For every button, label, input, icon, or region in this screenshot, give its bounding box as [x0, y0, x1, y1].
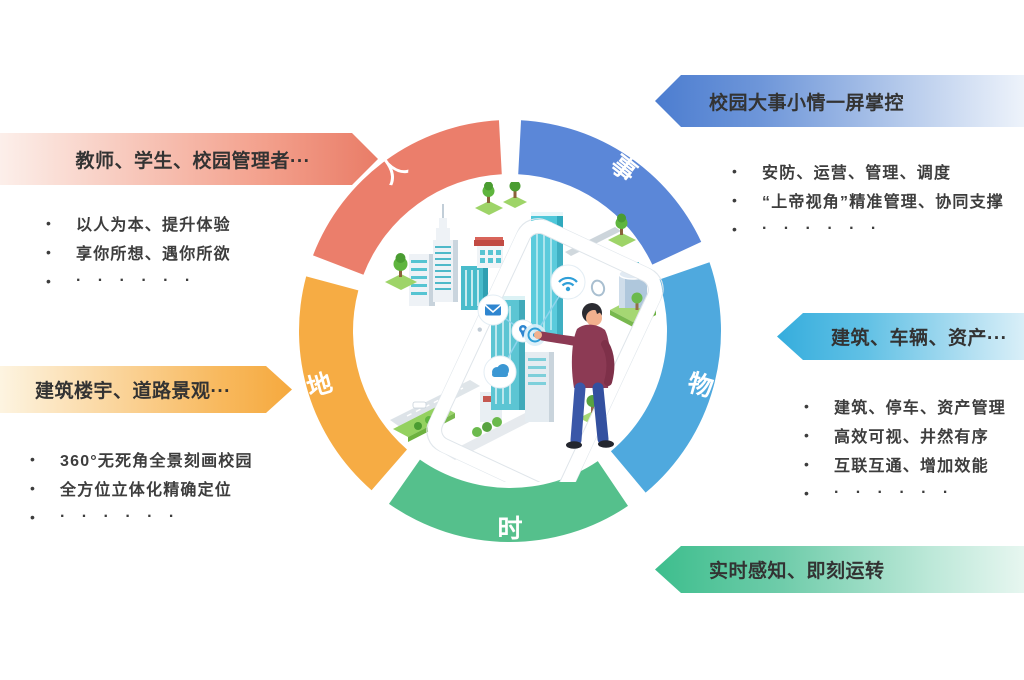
ring-segment-people — [313, 120, 502, 275]
ring-icon — [590, 279, 606, 297]
list-item: • 全方位立体化精确定位 — [30, 473, 253, 502]
list-item: • “上帝视角”精准管理、协同支撑 — [732, 185, 1004, 214]
ring-label-time: 时 — [497, 515, 522, 543]
list-item-text: · · · · · · — [60, 507, 181, 525]
bullet-icon: • — [732, 162, 737, 179]
list-item-text: · · · · · · — [834, 483, 955, 501]
bullet-icon: • — [46, 214, 51, 231]
list-item-ellipsis: • · · · · · · — [30, 502, 253, 531]
people-feature-list: • 以人为本、提升体验 • 享你所想、遇你所欲 • · · · · · · — [46, 208, 231, 295]
person — [534, 303, 615, 449]
list-item-text: · · · · · · — [762, 219, 883, 237]
events-banner: 校园大事小情一屏掌控 — [655, 75, 1024, 127]
place-banner: 建筑楼宇、道路景观··· — [0, 366, 292, 413]
events-banner-title: 校园大事小情一屏掌控 — [709, 92, 905, 114]
bullet-icon: • — [30, 479, 35, 496]
bullet-icon: • — [804, 455, 809, 472]
ring-segment-events — [518, 120, 702, 265]
cloud-icon — [483, 355, 517, 389]
smart-campus-illustration — [385, 182, 664, 482]
bullet-icon: • — [46, 243, 51, 260]
ring-segment-assets — [610, 262, 721, 493]
list-item-text: 高效可视、井然有序 — [834, 428, 989, 446]
bullet-icon: • — [46, 272, 51, 289]
bullet-icon: • — [732, 220, 737, 237]
tablet — [426, 218, 664, 482]
place-banner-title: 建筑楼宇、道路景观··· — [35, 381, 231, 402]
list-item-ellipsis: • · · · · · · — [46, 266, 231, 295]
list-item-text: · · · · · · — [76, 271, 197, 289]
events-feature-list: • 安防、运营、管理、调度 • “上帝视角”精准管理、协同支撑 • · · · · · · — [732, 156, 1004, 243]
assets-feature-list: • 建筑、停车、资产管理 • 高效可视、井然有序 • 互联互通、增加效能 • · · · · … — [804, 391, 1006, 507]
list-item: • 安防、运营、管理、调度 — [732, 156, 1004, 185]
city-buildings-left — [409, 204, 504, 422]
wifi-icon — [550, 264, 586, 300]
list-item-text: 360°无死角全景刻画校园 — [60, 452, 253, 470]
place-feature-list: • 360°无死角全景刻画校园 • 全方位立体化精确定位 • · · · · · · — [30, 444, 253, 531]
list-item-text: 全方位立体化精确定位 — [60, 481, 233, 499]
list-item-text: 以人为本、提升体验 — [76, 216, 231, 234]
list-item-text: 享你所想、遇你所欲 — [76, 245, 231, 263]
list-item-ellipsis: • · · · · · · — [804, 478, 1006, 507]
list-item: • 高效可视、井然有序 — [804, 420, 1006, 449]
people-banner-title: 教师、学生、校园管理者··· — [75, 150, 311, 172]
assets-banner: 建筑、车辆、资产··· — [777, 313, 1024, 360]
realtime-banner: 实时感知、即刻运转 — [655, 546, 1024, 593]
people-banner: 教师、学生、校园管理者··· — [0, 133, 378, 185]
bullet-icon: • — [804, 484, 809, 501]
list-item-text: “上帝视角”精准管理、协同支撑 — [762, 193, 1005, 211]
ring-segment-place — [299, 276, 407, 491]
bullet-icon: • — [732, 191, 737, 208]
list-item: • 享你所想、遇你所欲 — [46, 237, 231, 266]
list-item-text: 互联互通、增加效能 — [834, 457, 989, 475]
list-item-text: 建筑、停车、资产管理 — [834, 399, 1007, 417]
list-item-ellipsis: • · · · · · · — [732, 214, 1004, 243]
list-item: • 互联互通、增加效能 — [804, 449, 1006, 478]
bullet-icon: • — [804, 397, 809, 414]
bullet-icon: • — [30, 508, 35, 525]
mail-icon — [477, 294, 509, 326]
assets-banner-title: 建筑、车辆、资产··· — [831, 328, 1008, 349]
tablet-camera-icon — [477, 327, 482, 332]
list-item-text: 安防、运营、管理、调度 — [762, 164, 952, 182]
list-item: • 建筑、停车、资产管理 — [804, 391, 1006, 420]
list-item: • 360°无死角全景刻画校园 — [30, 444, 253, 473]
realtime-banner-title: 实时感知、即刻运转 — [709, 561, 885, 582]
list-item: • 以人为本、提升体验 — [46, 208, 231, 237]
bullet-icon: • — [804, 426, 809, 443]
bullet-icon: • — [30, 450, 35, 467]
